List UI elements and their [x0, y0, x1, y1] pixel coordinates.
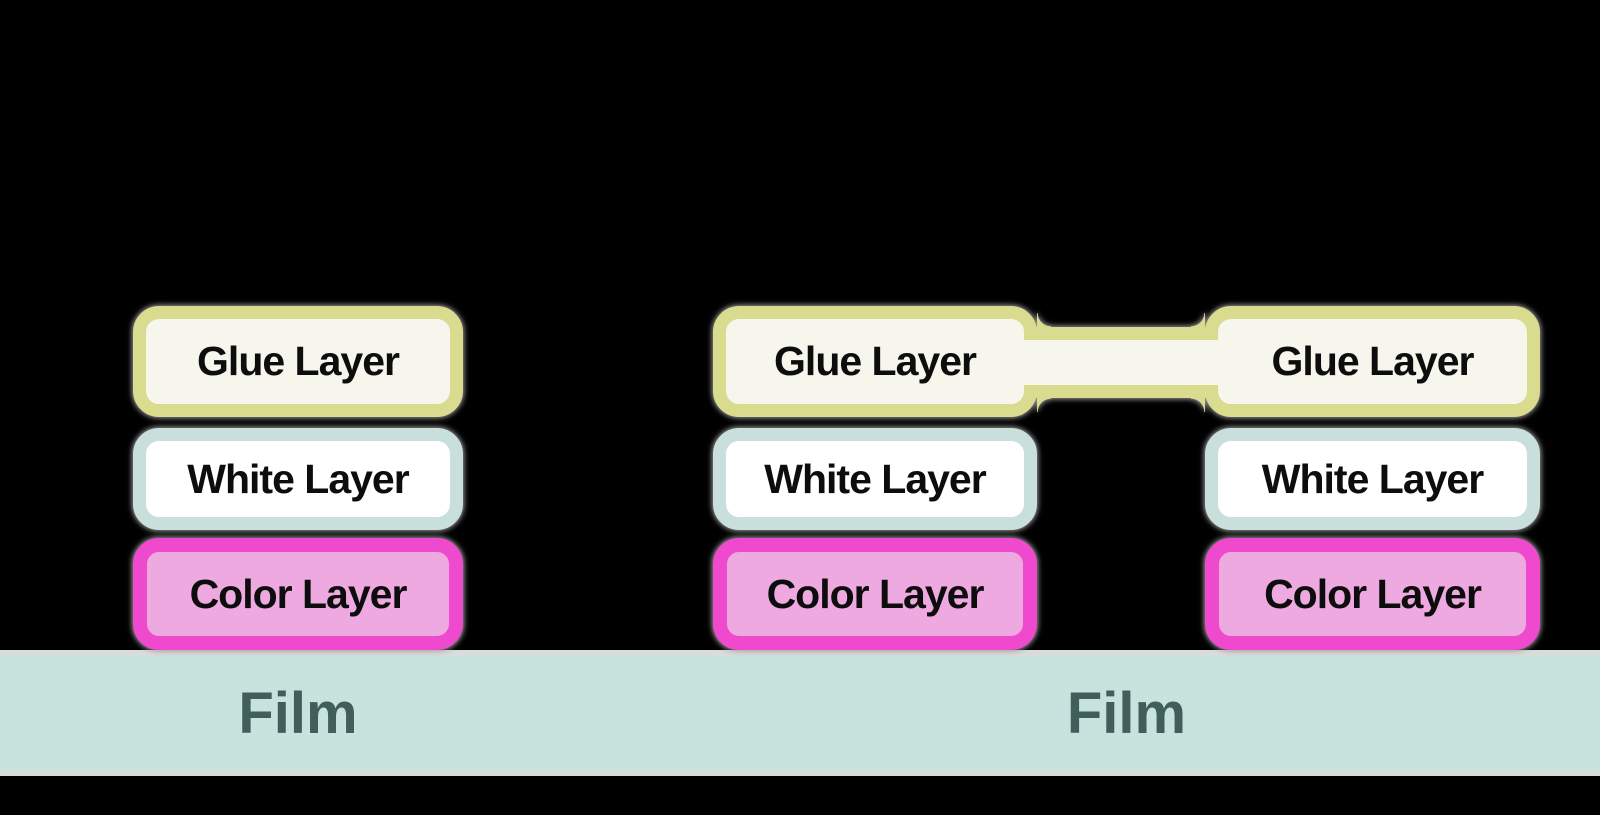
layer-stack-middle: Glue Layer White Layer Color Layer [713, 306, 1037, 650]
color-layer-label: Color Layer [766, 570, 985, 617]
layer-stack-group-right: Glue Layer White Layer Color Layer Glue … [713, 306, 1540, 650]
bridge-fillet-top-right [1191, 313, 1205, 327]
white-layer-label: White Layer [764, 455, 986, 502]
glue-layer-label: Glue Layer [1271, 338, 1475, 384]
layer-stack-left: Glue Layer White Layer Color Layer [133, 306, 463, 650]
color-layer-box: Color Layer [713, 538, 1037, 650]
color-layer-label: Color Layer [1264, 570, 1482, 617]
glue-layer-box: Glue Layer [133, 306, 463, 417]
film-label-right: Film [1066, 680, 1187, 746]
color-layer-box: Color Layer [1205, 538, 1540, 650]
white-layer-box: White Layer [133, 428, 463, 530]
bridge-fillet-top-left [1037, 313, 1051, 327]
color-layer-box: Color Layer [133, 538, 463, 650]
film-label-left: Film [238, 680, 358, 746]
layer-stack-right: Glue Layer White Layer Color Layer [1205, 306, 1540, 650]
white-layer-label: White Layer [1261, 455, 1484, 502]
layer-stack-group-left: Glue Layer White Layer Color Layer [133, 306, 463, 650]
color-layer-label: Color Layer [189, 570, 408, 617]
white-layer-box: White Layer [1205, 428, 1540, 530]
glue-layer-label: Glue Layer [197, 338, 400, 384]
glue-layer-box: Glue Layer [1205, 306, 1540, 417]
bridge-fillet-bottom-left [1037, 398, 1051, 412]
white-layer-label: White Layer [187, 455, 409, 502]
glue-bridge-connector [1024, 327, 1218, 398]
bridge-fillet-bottom-right [1191, 398, 1205, 412]
glue-bridge-fill [1024, 340, 1218, 385]
glue-layer-label: Glue Layer [774, 338, 977, 384]
film-substrate-bar [0, 650, 1600, 776]
glue-layer-box: Glue Layer [713, 306, 1037, 417]
white-layer-box: White Layer [713, 428, 1037, 530]
